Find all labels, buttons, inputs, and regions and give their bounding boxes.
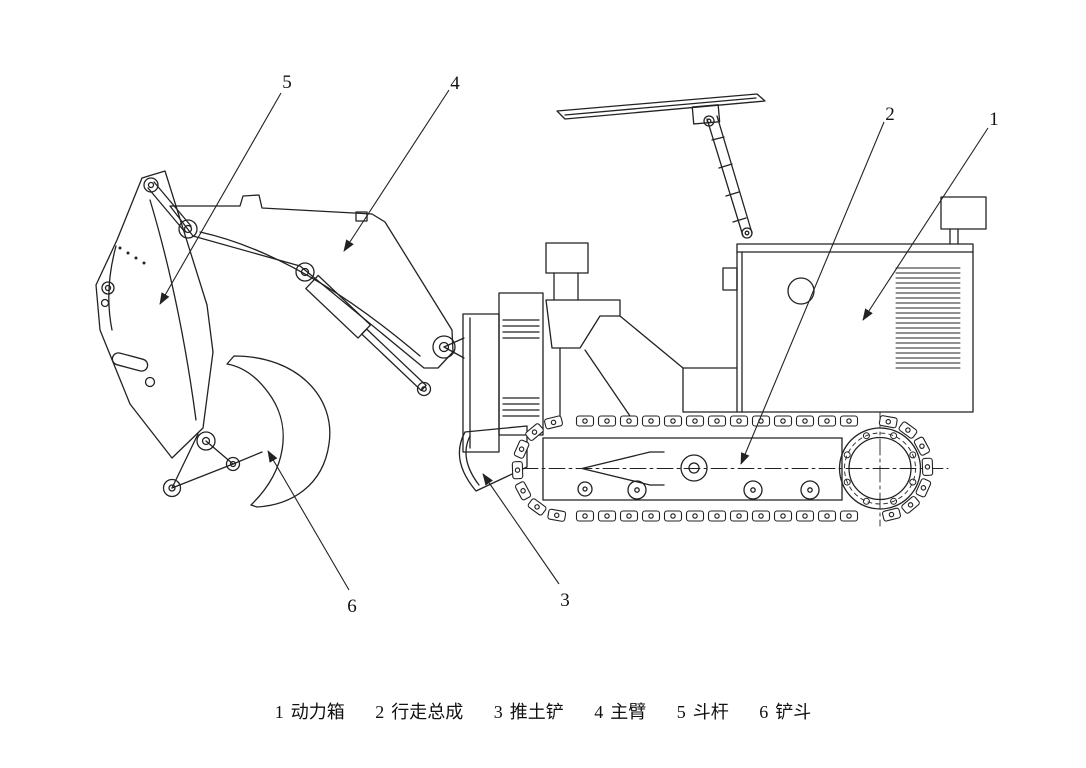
legend-item-1: 1 动力箱 [275, 698, 345, 724]
legend-num: 1 [274, 702, 284, 722]
legend-item-4: 4 主臂 [594, 698, 646, 724]
track-chain [511, 415, 934, 522]
leader-4 [343, 89, 450, 252]
legend-label: 动力箱 [290, 702, 345, 722]
vent-slats [895, 267, 961, 369]
track-frame [521, 411, 949, 527]
main-arm [169, 194, 456, 369]
legend-num: 3 [493, 702, 503, 722]
legend-label: 铲斗 [775, 702, 812, 722]
canopy [556, 93, 766, 239]
callout-3: 3 [560, 590, 570, 611]
legend-label: 推土铲 [509, 702, 564, 722]
sprocket-bolts [843, 432, 917, 505]
direction-arrow [581, 451, 651, 486]
hydraulic-cylinder [305, 274, 432, 397]
console-pedestal [545, 242, 684, 417]
bucket [226, 355, 331, 508]
leader-6 [267, 450, 350, 591]
leader-3 [482, 473, 560, 585]
legend-item-3: 3 推土铲 [494, 698, 564, 724]
callout-5: 5 [282, 72, 292, 93]
dozer-blade [458, 425, 528, 492]
legend-num: 5 [676, 702, 686, 722]
callout-2: 2 [885, 104, 895, 125]
callout-4: 4 [450, 73, 460, 94]
dipper-arm [95, 170, 263, 498]
legend-num: 4 [594, 702, 604, 722]
callout-1: 1 [989, 109, 999, 130]
drive-sprocket [838, 427, 922, 510]
weld-dots [118, 246, 146, 265]
legend-num: 6 [759, 702, 769, 722]
legend-num: 2 [375, 702, 385, 722]
legend-item-6: 6 铲斗 [759, 698, 811, 724]
callout-6: 6 [347, 596, 357, 617]
legend-label: 主臂 [610, 702, 647, 722]
power-box [682, 196, 987, 413]
leader-lines [159, 89, 989, 591]
leader-1 [862, 127, 989, 321]
legend-item-2: 2 行走总成 [375, 698, 463, 724]
mount-column [443, 292, 544, 453]
legend-label: 斗杆 [692, 702, 729, 722]
legend-label: 行走总成 [391, 702, 464, 722]
leader-5 [159, 92, 282, 305]
leader-2 [740, 121, 885, 465]
legend-item-5: 5 斗杆 [677, 698, 729, 724]
figure-caption: 1 动力箱 2 行走总成 3 推土铲 4 主臂 5 斗杆 6 铲斗 [0, 698, 1086, 724]
